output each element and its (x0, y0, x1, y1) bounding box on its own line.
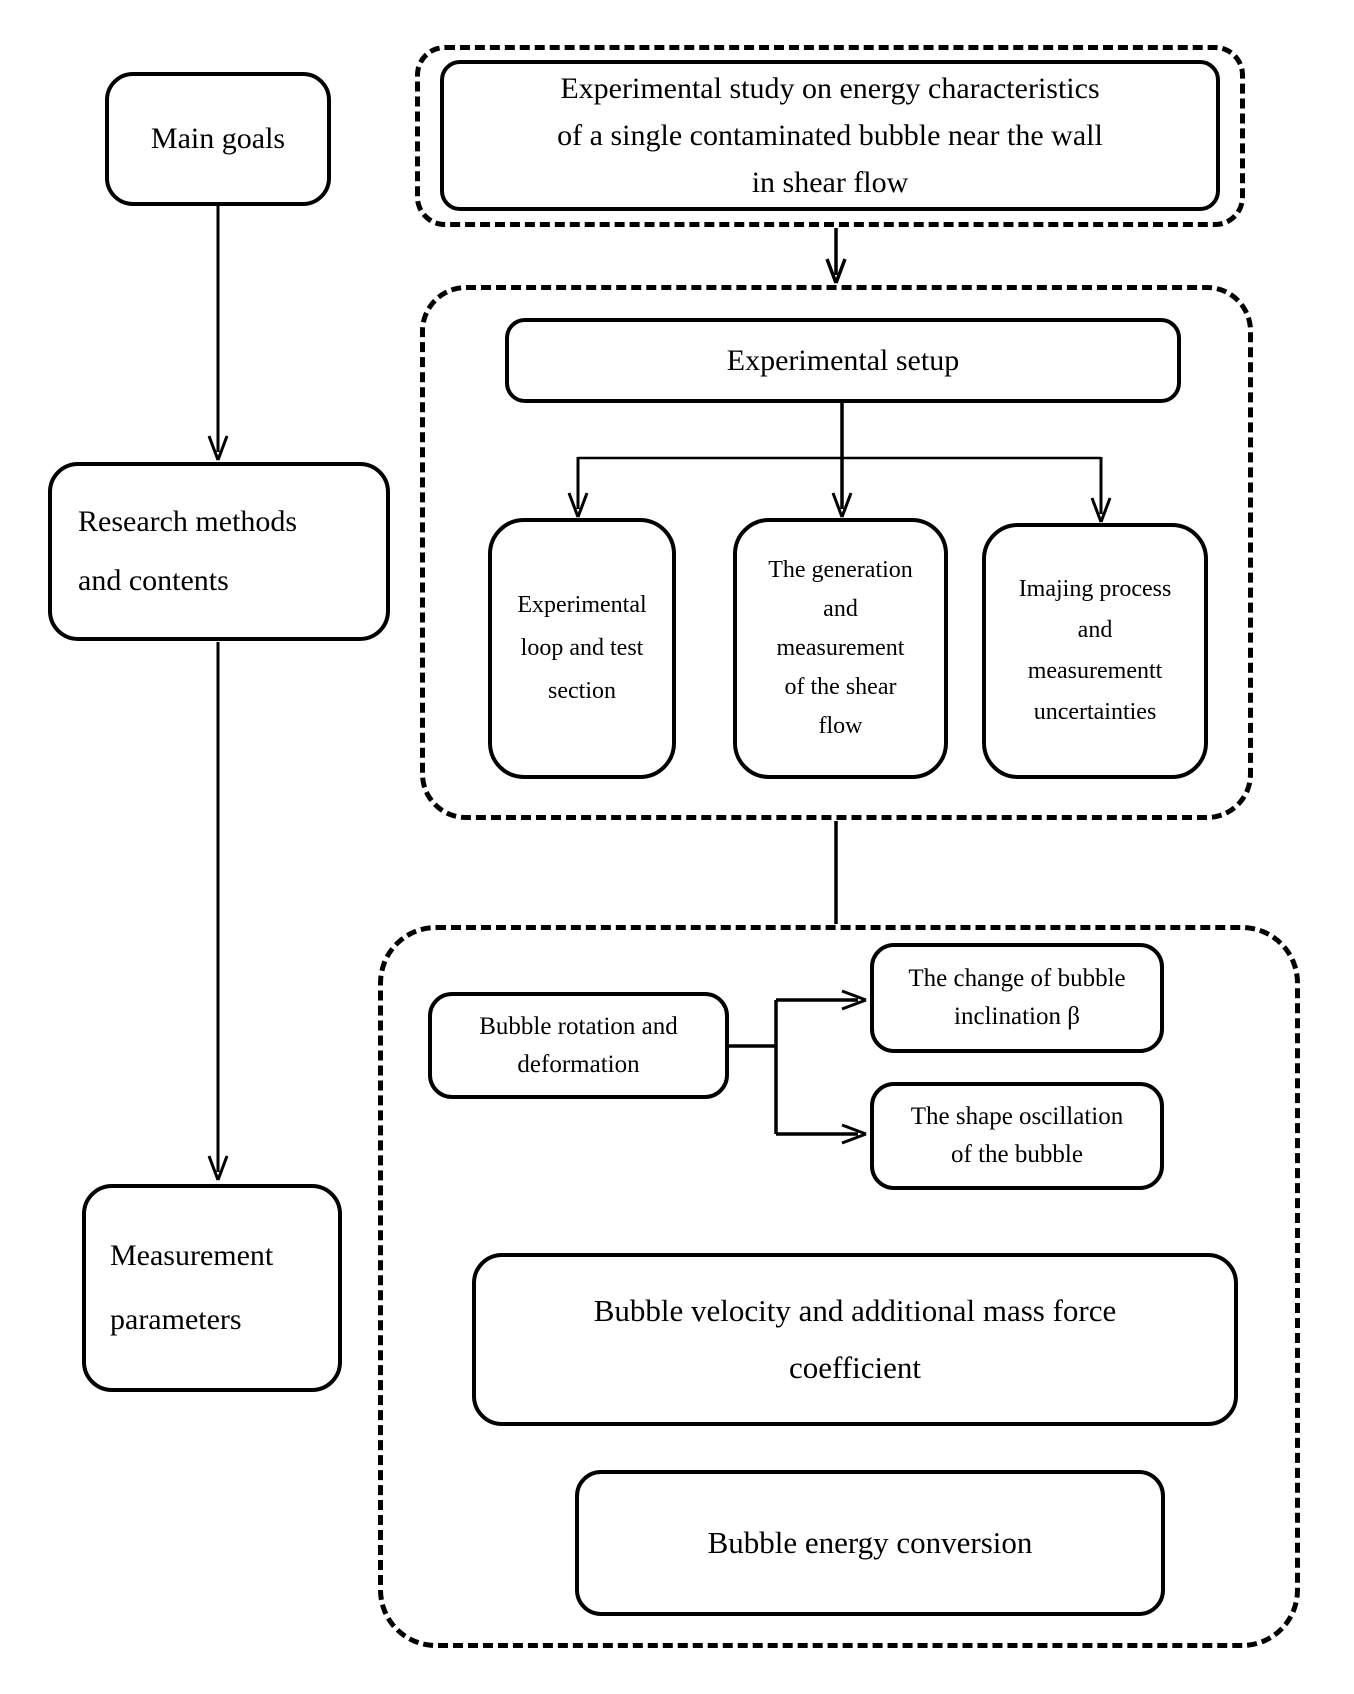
research-methods-box: Research methods and contents (48, 462, 390, 641)
measurement-parameters-box: Measurement parameters (82, 1184, 342, 1392)
bubble-velocity-line: coefficient (789, 1349, 921, 1385)
arrow-title-to-setup-group (825, 228, 847, 284)
shape-oscillation-box: The shape oscillation of the bubble (870, 1082, 1164, 1190)
study-title-line: of a single contaminated bubble near the… (557, 119, 1103, 152)
bubble-rotation-box: Bubble rotation and deformation (428, 992, 729, 1099)
bubble-inclination-box: The change of bubble inclination β (870, 943, 1164, 1053)
bubble-velocity-line: Bubble velocity and additional mass forc… (593, 1293, 1117, 1329)
study-title-box: Experimental study on energy characteris… (440, 60, 1220, 211)
shear-flow-line: measurement (776, 635, 905, 661)
imaging-process-line: and (1077, 617, 1113, 643)
shear-flow-box: The generation and measurement of the sh… (733, 518, 948, 779)
research-methods-line: Research methods (78, 505, 298, 538)
measurement-results-group-container (378, 925, 1300, 1648)
measurement-parameters-line: Measurement (110, 1238, 274, 1272)
imaging-process-line: measurementt (1027, 658, 1163, 684)
experimental-setup-group-container (420, 285, 1253, 820)
experimental-setup-box: Experimental setup (505, 318, 1181, 403)
measurement-parameters-line: parameters (110, 1303, 242, 1337)
shear-flow-line: The generation (768, 557, 913, 583)
experimental-setup-label: Experimental setup (726, 343, 960, 377)
bubble-inclination-line: The change of bubble (908, 965, 1126, 992)
bubble-rotation-line: deformation (517, 1050, 640, 1078)
bubble-energy-box: Bubble energy conversion (575, 1470, 1165, 1616)
bubble-inclination-line: inclination β (954, 1003, 1080, 1030)
research-methods-line: and contents (78, 564, 229, 597)
imaging-process-line: Imajing process (1018, 576, 1172, 602)
bubble-rotation-line: Bubble rotation and (479, 1012, 678, 1040)
main-goals-box: Main goals (105, 72, 331, 206)
arrow-research-methods-to-measurement-parameters (207, 642, 229, 1181)
study-title-line: Experimental study on energy characteris… (560, 72, 1100, 105)
bubble-energy-label: Bubble energy conversion (707, 1525, 1033, 1560)
bubble-velocity-box: Bubble velocity and additional mass forc… (472, 1253, 1238, 1426)
shear-flow-line: and (823, 596, 858, 622)
shear-flow-line: flow (818, 713, 863, 739)
shape-oscillation-line: The shape oscillation (910, 1103, 1124, 1130)
main-goals-label: Main goals (150, 122, 286, 155)
shape-oscillation-line: of the bubble (951, 1141, 1083, 1168)
arrow-main-goals-to-research-methods (207, 206, 229, 461)
shear-flow-line: of the shear (784, 674, 897, 700)
imaging-process-box: Imajing process and measurementt uncerta… (982, 523, 1208, 779)
experimental-loop-box: Experimental loop and test section (488, 518, 676, 779)
experimental-loop-line: Experimental (517, 592, 647, 618)
imaging-process-line: uncertainties (1033, 699, 1157, 725)
experimental-loop-line: loop and test (520, 635, 644, 661)
experimental-loop-line: section (548, 678, 616, 704)
study-title-line: in shear flow (751, 166, 909, 199)
title-group-container (415, 45, 1245, 227)
